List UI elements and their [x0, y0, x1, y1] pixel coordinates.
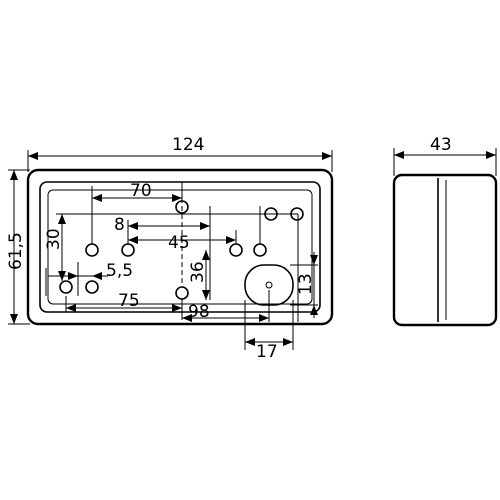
mounting-hole: [121, 243, 135, 257]
inner-housing: [39, 181, 321, 313]
dim-label-30: 30: [44, 228, 64, 250]
dim-label-98: 98: [188, 302, 210, 322]
mounting-hole: [59, 280, 73, 294]
dim-label-36: 36: [188, 261, 208, 283]
side-body: [392, 173, 498, 327]
dim-label-43: 43: [430, 135, 452, 155]
mounting-hole: [229, 243, 243, 257]
outer-housing: [26, 168, 334, 326]
dimension-labels: 124 43 61,5 70 8 30 45 36 5,5 75 98 13 1…: [6, 135, 452, 362]
dim-label-61-5: 61,5: [6, 232, 26, 270]
dim-label-8: 8: [114, 215, 125, 235]
lamp-lens-outline: [47, 189, 313, 305]
dim-label-17: 17: [256, 342, 278, 362]
dim-label-5-5: 5,5: [106, 261, 133, 281]
mounting-hole: [85, 280, 99, 294]
front-view: [26, 168, 334, 326]
dim-label-124: 124: [172, 135, 204, 155]
dim-label-70: 70: [130, 181, 152, 201]
mounting-hole: [175, 286, 189, 300]
dim-label-75: 75: [118, 291, 140, 311]
mounting-hole: [253, 243, 267, 257]
dim-label-13: 13: [296, 273, 316, 295]
cable-opening-center: [265, 281, 273, 289]
dimension-lines: [8, 148, 497, 350]
dim-label-45: 45: [168, 233, 190, 253]
mounting-hole: [85, 243, 99, 257]
side-view: [392, 173, 498, 327]
